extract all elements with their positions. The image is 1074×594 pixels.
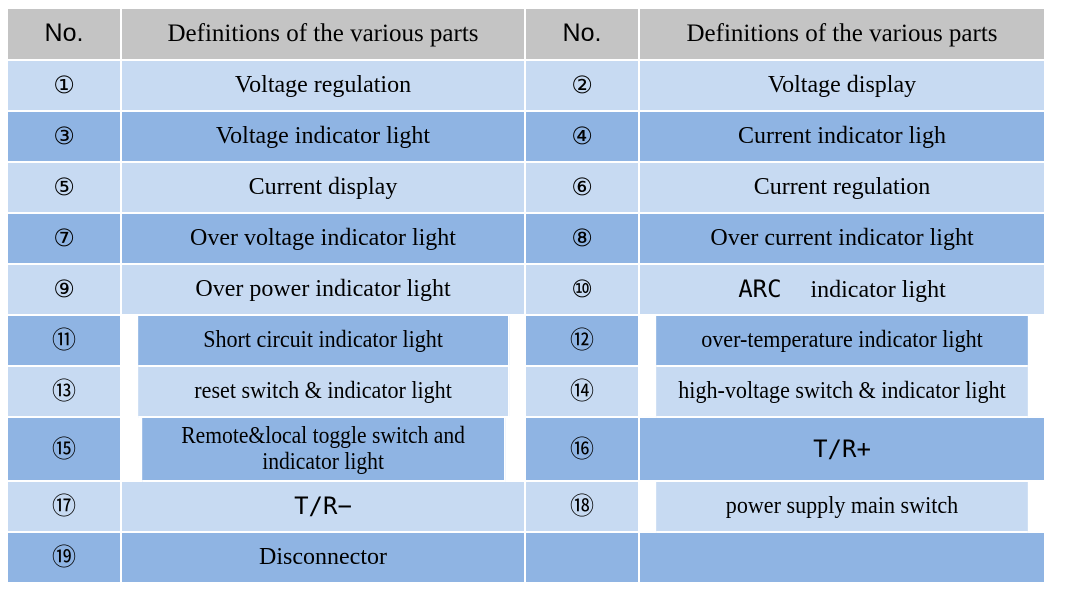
part-definition-cell: reset switch & indicator light — [138, 367, 510, 418]
table-row: ⑬ reset switch & indicator light ⑭ high-vol… — [8, 367, 1044, 418]
row-number-cell: ③ — [8, 112, 122, 163]
table-header-row: No. Definitions of the various parts No.… — [8, 9, 1044, 61]
row-number-cell: ⑦ — [8, 214, 122, 265]
column-header-definitions-left: Definitions of the various parts — [122, 9, 526, 61]
row-number-cell: ⑮ — [8, 418, 122, 482]
part-definition-cell: Over current indicator light — [640, 214, 1044, 265]
part-definition-cell: Remote&local toggle switch and indicator… — [142, 418, 506, 482]
part-definition-cell: Voltage display — [640, 61, 1044, 112]
row-number-cell: ⑥ — [526, 163, 640, 214]
part-definition-cell: Voltage indicator light — [122, 112, 526, 163]
part-definition-cell: Over power indicator light — [122, 265, 526, 316]
table-row: ⑮ Remote&local toggle switch and indicato… — [8, 418, 1044, 482]
part-definition-prefix: ARC — [738, 274, 782, 303]
table-row: ⑪ Short circuit indicator light ⑫ over-temp… — [8, 316, 1044, 367]
row-number-cell: ⑫ — [526, 316, 640, 367]
empty-cell — [640, 533, 1044, 584]
part-definition-cell: T/R+ — [640, 418, 1044, 482]
part-definition-cell: Short circuit indicator light — [138, 316, 510, 367]
column-header-definitions-right: Definitions of the various parts — [640, 9, 1044, 61]
row-number-cell: ⑤ — [8, 163, 122, 214]
part-definition-cell: T/R− — [122, 482, 526, 533]
row-number-cell: ⑬ — [8, 367, 122, 418]
row-number-cell: ④ — [526, 112, 640, 163]
row-number-cell: ② — [526, 61, 640, 112]
part-definition-cell: ARC indicator light — [640, 265, 1044, 316]
part-definition-cell: power supply main switch — [656, 482, 1028, 533]
parts-definition-table-container: No. Definitions of the various parts No.… — [8, 9, 1044, 584]
row-number-cell: ⑪ — [8, 316, 122, 367]
part-definition-cell: Disconnector — [122, 533, 526, 584]
row-number-cell: ⑯ — [526, 418, 640, 482]
row-number-cell: ⑨ — [8, 265, 122, 316]
part-definition-cell: Current display — [122, 163, 526, 214]
empty-cell — [526, 533, 640, 584]
row-number-cell: ⑱ — [526, 482, 640, 533]
part-definition-cell: Over voltage indicator light — [122, 214, 526, 265]
part-definition-cell: Current indicator ligh — [640, 112, 1044, 163]
parts-definition-table: No. Definitions of the various parts No.… — [8, 9, 1044, 584]
row-number-cell: ⑩ — [526, 265, 640, 316]
part-definition-cell: over-temperature indicator light — [656, 316, 1028, 367]
part-definition-cell: Current regulation — [640, 163, 1044, 214]
part-definition-cell: Voltage regulation — [122, 61, 526, 112]
part-definition-cell: high-voltage switch & indicator light — [656, 367, 1028, 418]
column-header-no-left: No. — [8, 9, 122, 61]
part-definition-suffix: indicator light — [810, 276, 946, 303]
table-header: No. Definitions of the various parts No.… — [8, 9, 1044, 61]
row-number-cell: ⑰ — [8, 482, 122, 533]
row-number-cell: ⑲ — [8, 533, 122, 584]
row-number-cell: ⑭ — [526, 367, 640, 418]
column-header-no-right: No. — [526, 9, 640, 61]
row-number-cell: ⑧ — [526, 214, 640, 265]
row-number-cell: ① — [8, 61, 122, 112]
